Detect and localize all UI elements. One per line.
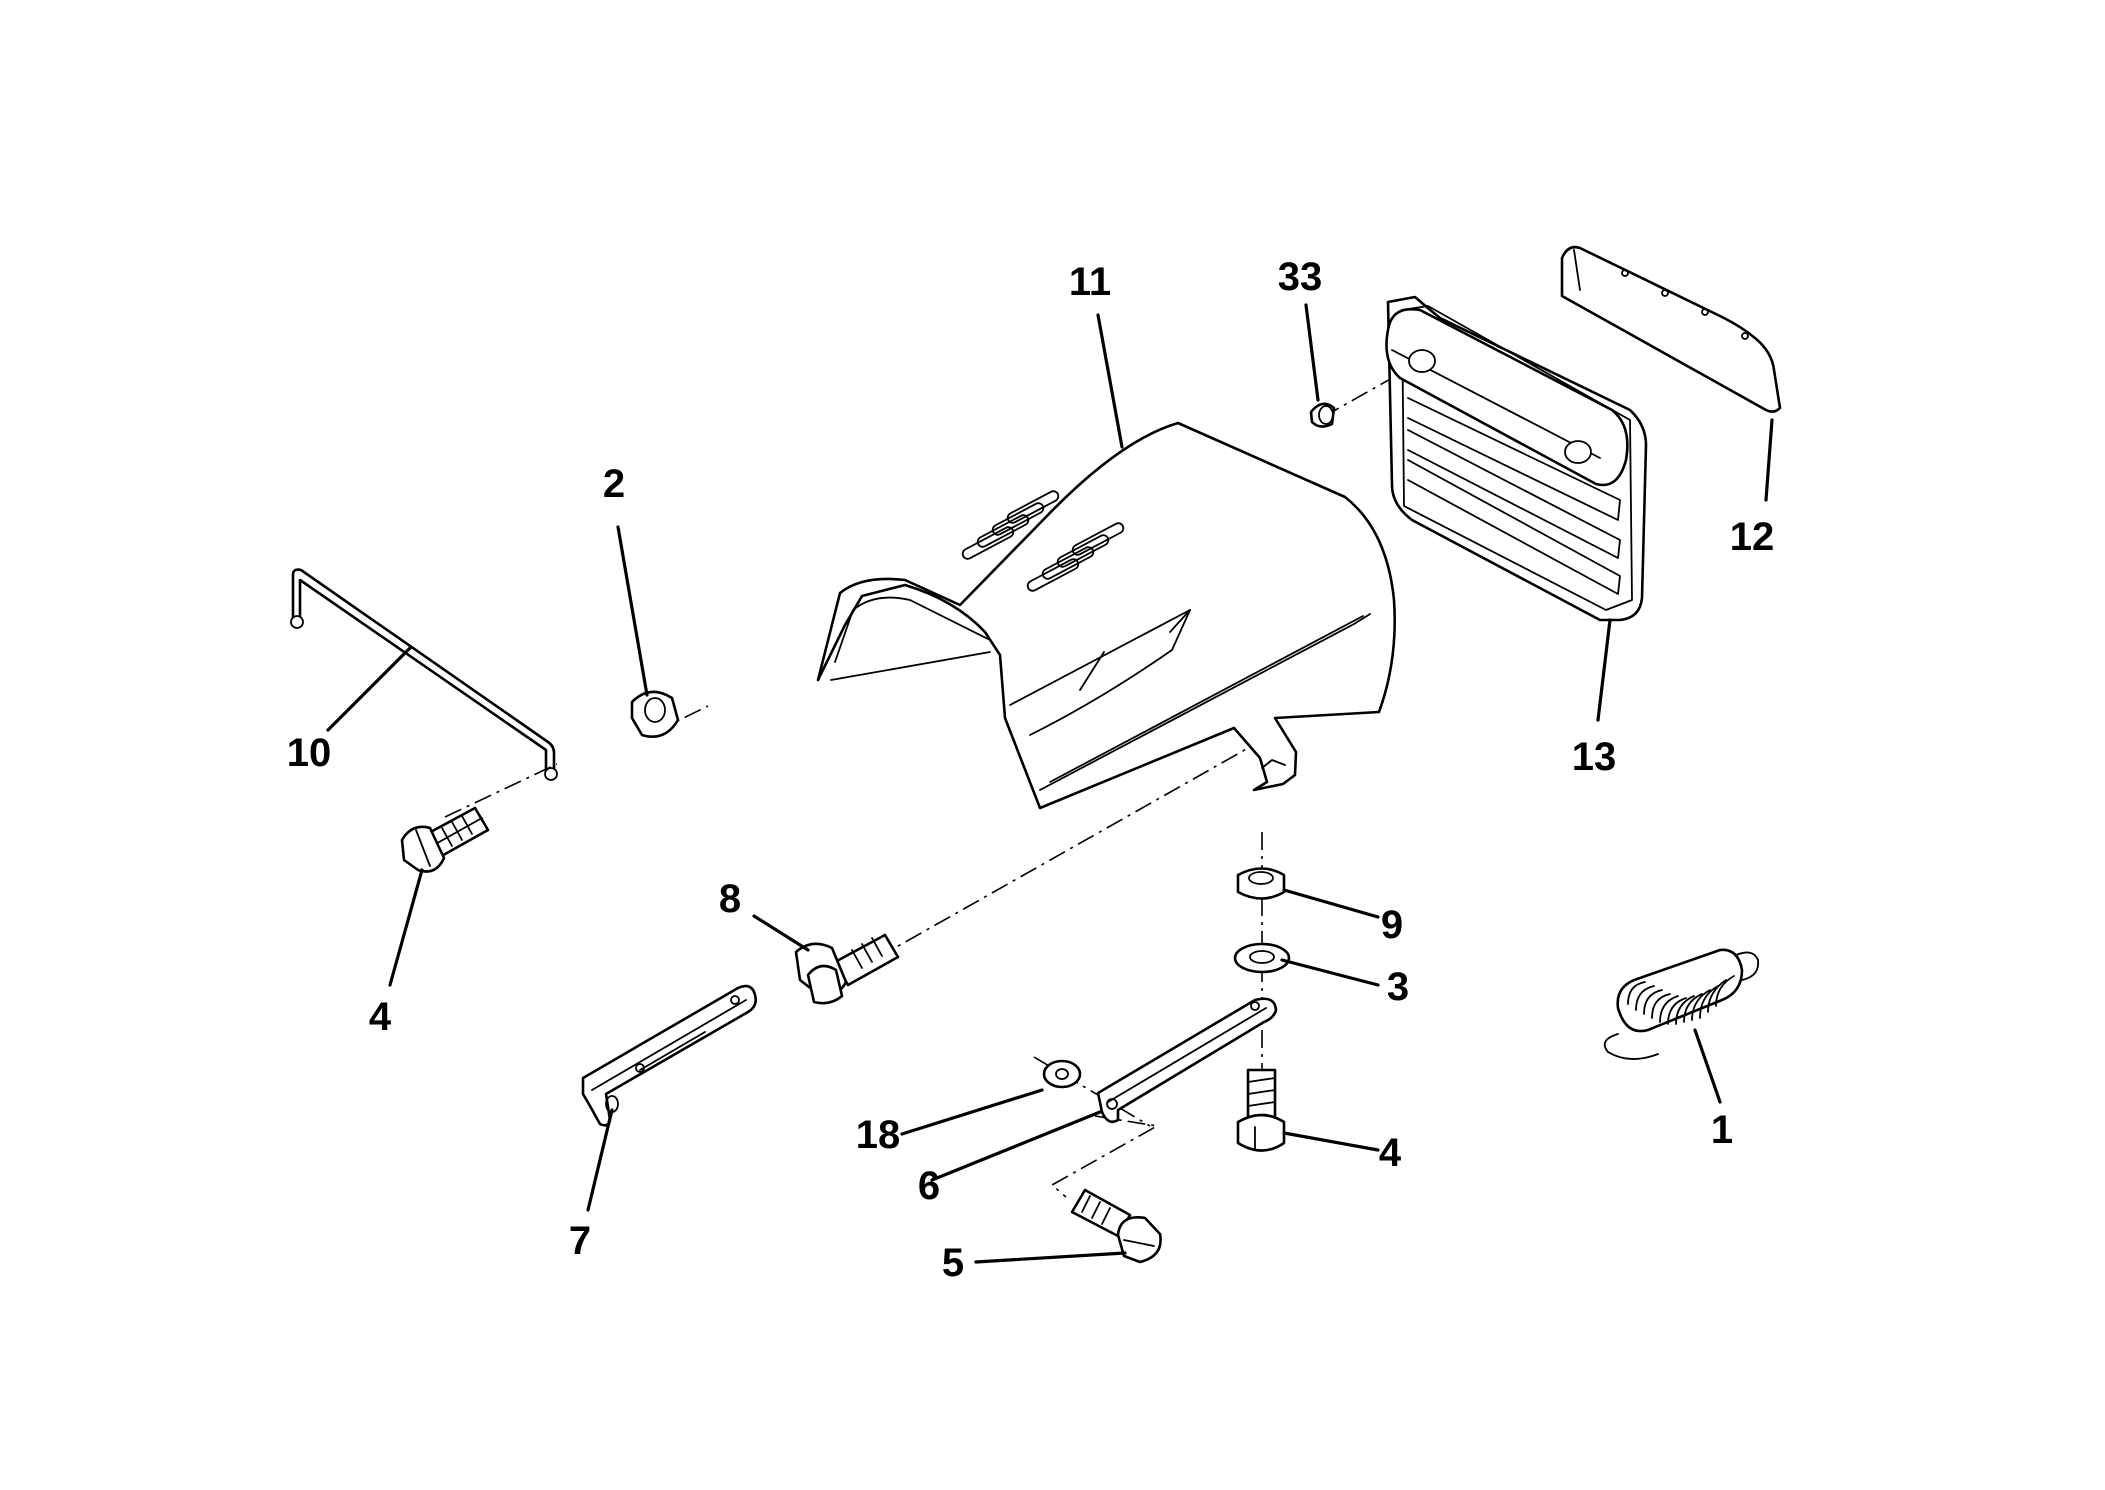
bolt-part-8 xyxy=(794,933,900,1005)
strip-part-12 xyxy=(1560,245,1782,413)
callout-9: 9 xyxy=(1381,903,1403,947)
spring-part-1 xyxy=(1603,948,1760,1060)
nut-part-2 xyxy=(630,690,680,738)
callout-labels: 1 2 3 4 4 5 6 7 8 9 10 11 12 13 18 33 xyxy=(287,255,1775,1285)
grille-part-13 xyxy=(1385,295,1648,622)
washer-part-18 xyxy=(1042,1059,1082,1089)
callout-3: 3 xyxy=(1387,965,1409,1009)
callout-6: 6 xyxy=(918,1164,940,1208)
callout-1: 1 xyxy=(1711,1108,1733,1152)
bolt-part-4-right xyxy=(1236,1068,1286,1152)
bracket-part-7 xyxy=(581,984,757,1127)
callout-7: 7 xyxy=(569,1219,591,1263)
callout-13: 13 xyxy=(1572,735,1617,779)
callout-10: 10 xyxy=(287,731,332,775)
callout-18: 18 xyxy=(856,1113,901,1157)
hood-part-11 xyxy=(816,421,1396,810)
callout-11: 11 xyxy=(1069,260,1111,304)
strap-part-6 xyxy=(1096,997,1278,1124)
callout-8: 8 xyxy=(719,877,741,921)
plug-part-33 xyxy=(1309,402,1336,428)
rod-part-10 xyxy=(290,568,558,781)
callout-12: 12 xyxy=(1730,515,1775,559)
washer-part-3 xyxy=(1233,942,1291,974)
callout-4-right: 4 xyxy=(1379,1131,1402,1175)
callout-33: 33 xyxy=(1278,255,1323,299)
bolt-part-4-left xyxy=(400,806,490,873)
hood-vents xyxy=(961,490,1125,592)
bolt-part-5 xyxy=(1070,1188,1162,1264)
callout-2: 2 xyxy=(603,462,625,506)
leader-lines xyxy=(326,303,1774,1264)
nut-part-9 xyxy=(1236,867,1286,900)
callout-4-left: 4 xyxy=(369,995,392,1039)
callout-5: 5 xyxy=(942,1241,964,1285)
